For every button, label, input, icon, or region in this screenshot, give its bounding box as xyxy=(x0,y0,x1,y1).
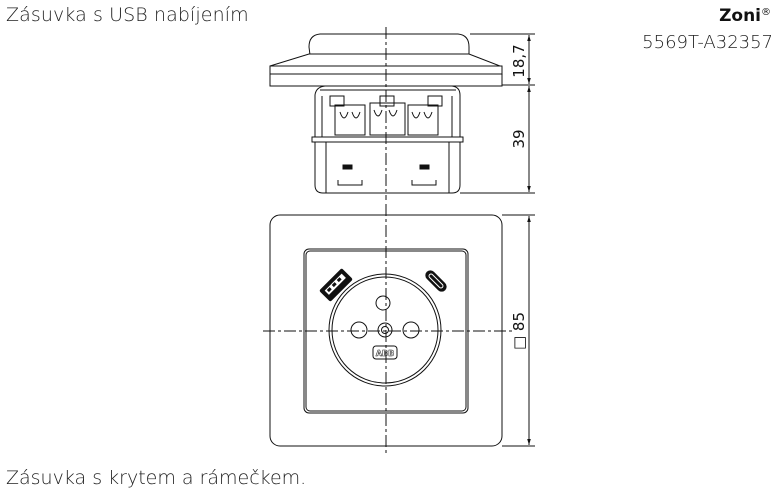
side-view xyxy=(269,27,503,200)
brand-name: Zoni® xyxy=(719,6,771,26)
registered-mark: ® xyxy=(761,7,771,18)
product-code: 5569T-A32357 xyxy=(642,32,773,53)
front-dimensions xyxy=(502,214,535,447)
caption: Zásuvka s krytem a rámečkem. xyxy=(6,467,307,489)
brand-label: Zoni xyxy=(719,6,761,26)
dimension-frame-size: □ 85 xyxy=(510,312,528,350)
side-dimensions xyxy=(460,33,535,194)
dimension-body-depth: 39 xyxy=(510,129,528,148)
page-title: Zásuvka s USB nabíjením xyxy=(6,4,249,26)
abb-logo: ABB xyxy=(376,349,394,358)
usb-c-port-icon xyxy=(425,270,447,292)
usb-a-port-icon xyxy=(319,268,353,302)
dimension-cover-height: 18,7 xyxy=(510,44,528,77)
